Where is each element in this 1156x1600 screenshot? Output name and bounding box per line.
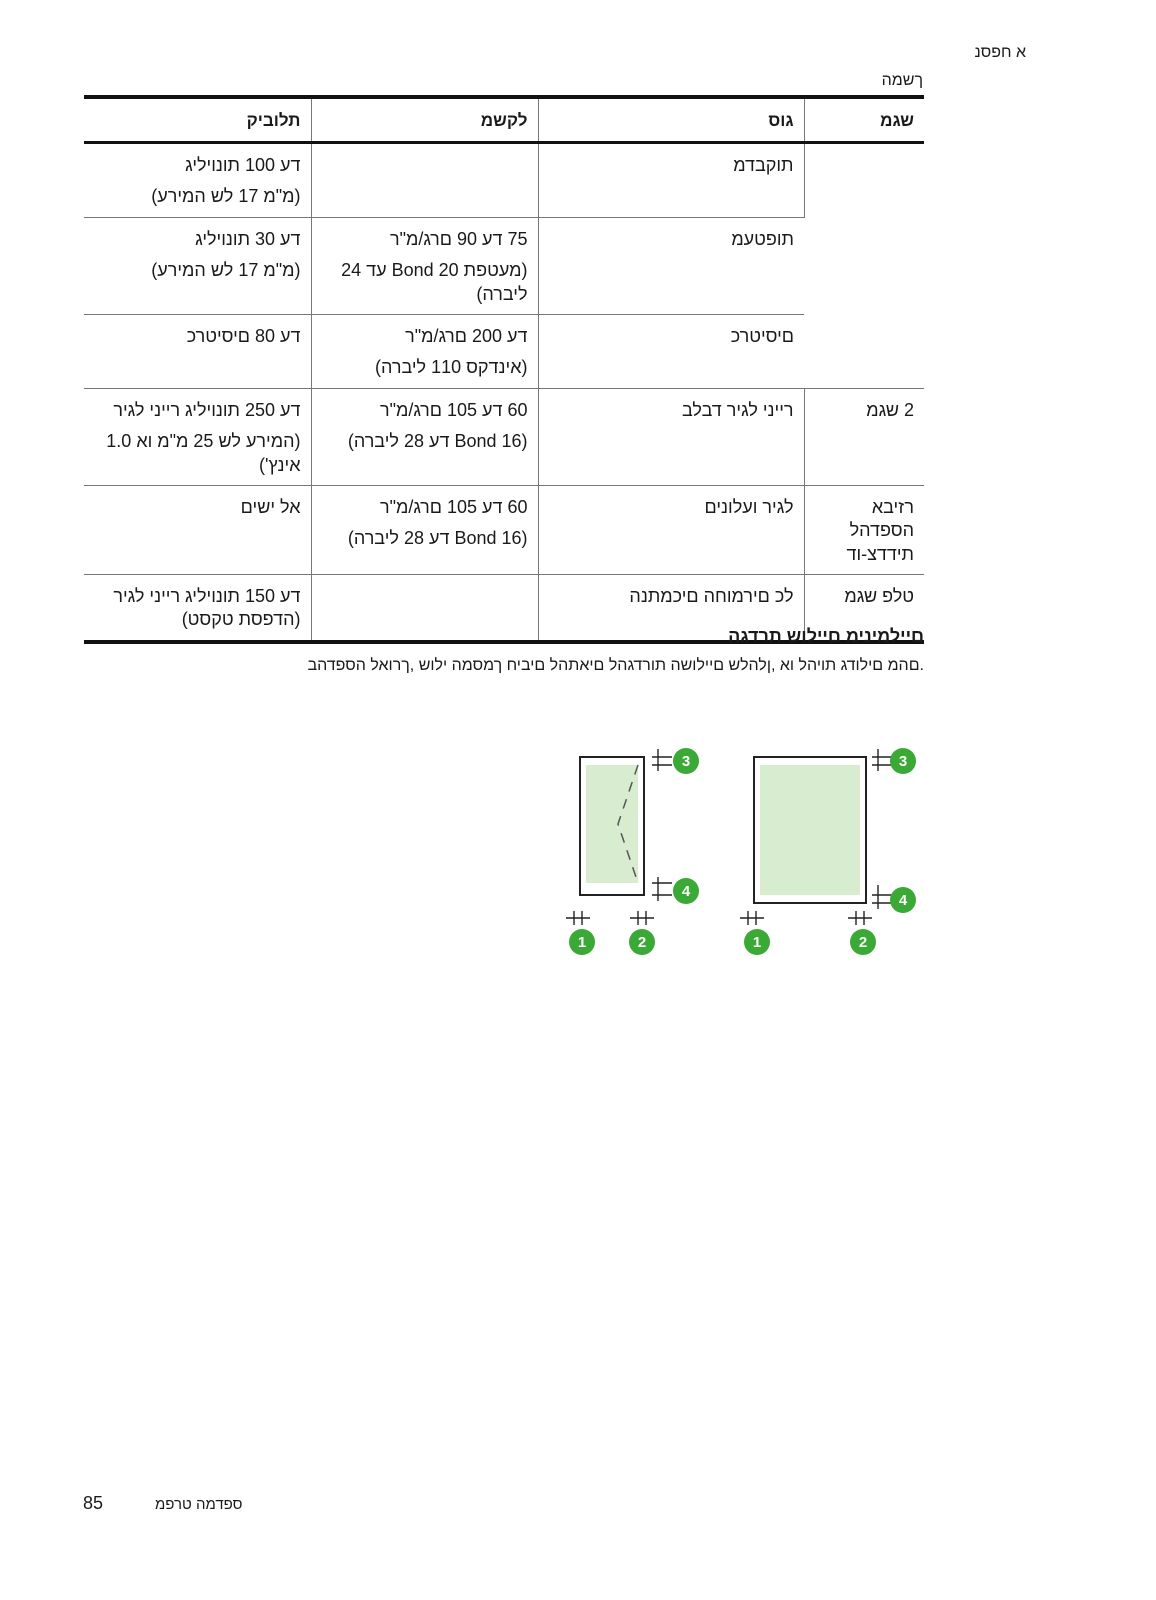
sheet-printable-area [760,765,860,895]
svg-text:3: 3 [899,753,907,770]
appendix-label: א חפסנ [974,44,1027,61]
tray-cell: טלפ שגמ [804,574,924,642]
table-row: תוקבדמ דע 100 תונויליג (מ"מ 17 לש המירע) [84,142,924,218]
envelope-illustration [579,756,645,896]
weight-cell: 60 דע 105 םרג/מ"ר (Bond 16 דע 28 ליברה) [311,387,539,486]
table-header-row: שגמ גוס לקשמ תלוביק [84,97,924,144]
callout-3-left: 3 [673,748,699,774]
type-cell: תופטעמ [538,216,804,315]
page-number: 85 [83,1493,104,1513]
svg-text:1: 1 [578,934,586,951]
media-spec-table: שגמ גוס לקשמ תלוביק תוקבדמ דע 100 תונויל… [84,95,924,644]
svg-text:4: 4 [899,892,908,909]
callout-1-right: 1 [744,929,770,955]
callout-3-right: 3 [890,748,916,774]
weight-cell: 75 דע 90 םרג/מ"ר (מעטפת Bond 20 עד 24 לי… [311,216,539,315]
col-header-type: גוס [538,97,805,144]
callout-1-left: 1 [569,929,595,955]
table-row: רזיבא הספדהל תידדצ-וד לגיר ועלונים 60 דע… [84,484,924,575]
type-cell: לכ םירמוחה םיכמתנה [538,574,805,642]
section-title: םיילמינימ םיילוש תרדגה [728,626,924,646]
weight-cell: דע 200 םרג/מ"ר (אינדקס 110 ליברה) [311,313,539,389]
capacity-cell: דע 150 תונויליג רייני לגיר (הדפסת טקסט) [84,574,312,642]
tray-cell: רזיבא הספדהל תידדצ-וד [804,484,924,575]
margin-arrows [566,749,892,925]
svg-text:2: 2 [859,934,867,951]
capacity-cell: דע 100 תונויליג (מ"מ 17 לש המירע) [84,142,312,218]
weight-cell: 60 דע 105 םרג/מ"ר (Bond 16 דע 28 ליברה) [311,484,539,575]
margins-diagram: 3 4 1 2 3 4 1 2 [566,748,916,955]
tray-cell: 2 שגמ [804,387,924,486]
type-cell: לגיר ועלונים [538,484,805,575]
type-cell: תוקבדמ [538,142,805,218]
col-header-weight: לקשמ [311,97,539,144]
tray-cell [804,143,924,389]
capacity-cell: דע 250 תונויליג רייני לגיר (המירע לש 25 … [84,387,312,486]
type-cell: רייני לגיר דבלב [538,387,805,486]
envelope-printable-area [586,765,638,883]
table-row: 2 שגמ רייני לגיר דבלב 60 דע 105 םרג/מ"ר … [84,387,924,486]
weight-cell [311,142,539,218]
section-body: .םהמ םילודג תויהל וא ,ןלהלש םיילושה תורד… [307,657,924,674]
table-row: םיסיטרכ דע 200 םרג/מ"ר (אינדקס 110 ליברה… [84,313,924,389]
svg-text:1: 1 [753,934,761,951]
capacity-cell: דע 80 םיסיטרכ [84,313,312,389]
svg-text:4: 4 [682,883,691,900]
callout-4-right: 4 [890,887,916,913]
col-header-tray: שגמ [804,97,924,144]
type-cell: םיסיטרכ [538,313,804,389]
continuation-label: ךשמה [881,72,923,89]
col-header-capacity: תלוביק [84,97,312,144]
svg-text:3: 3 [682,753,690,770]
sheet-illustration [753,756,867,904]
callout-4-left: 4 [673,878,699,904]
capacity-cell: אל ישים [84,484,312,575]
table-row: טלפ שגמ לכ םירמוחה םיכמתנה דע 150 תונויל… [84,574,924,642]
capacity-cell: דע 30 תונויליג (מ"מ 17 לש המירע) [84,216,312,315]
table-row: תופטעמ 75 דע 90 םרג/מ"ר (מעטפת Bond 20 ע… [84,216,924,315]
callout-2-right: 2 [850,929,876,955]
footer-label: ספדמה טרפמ [155,1496,243,1513]
callout-2-left: 2 [629,929,655,955]
weight-cell [311,574,539,642]
svg-text:2: 2 [638,934,646,951]
